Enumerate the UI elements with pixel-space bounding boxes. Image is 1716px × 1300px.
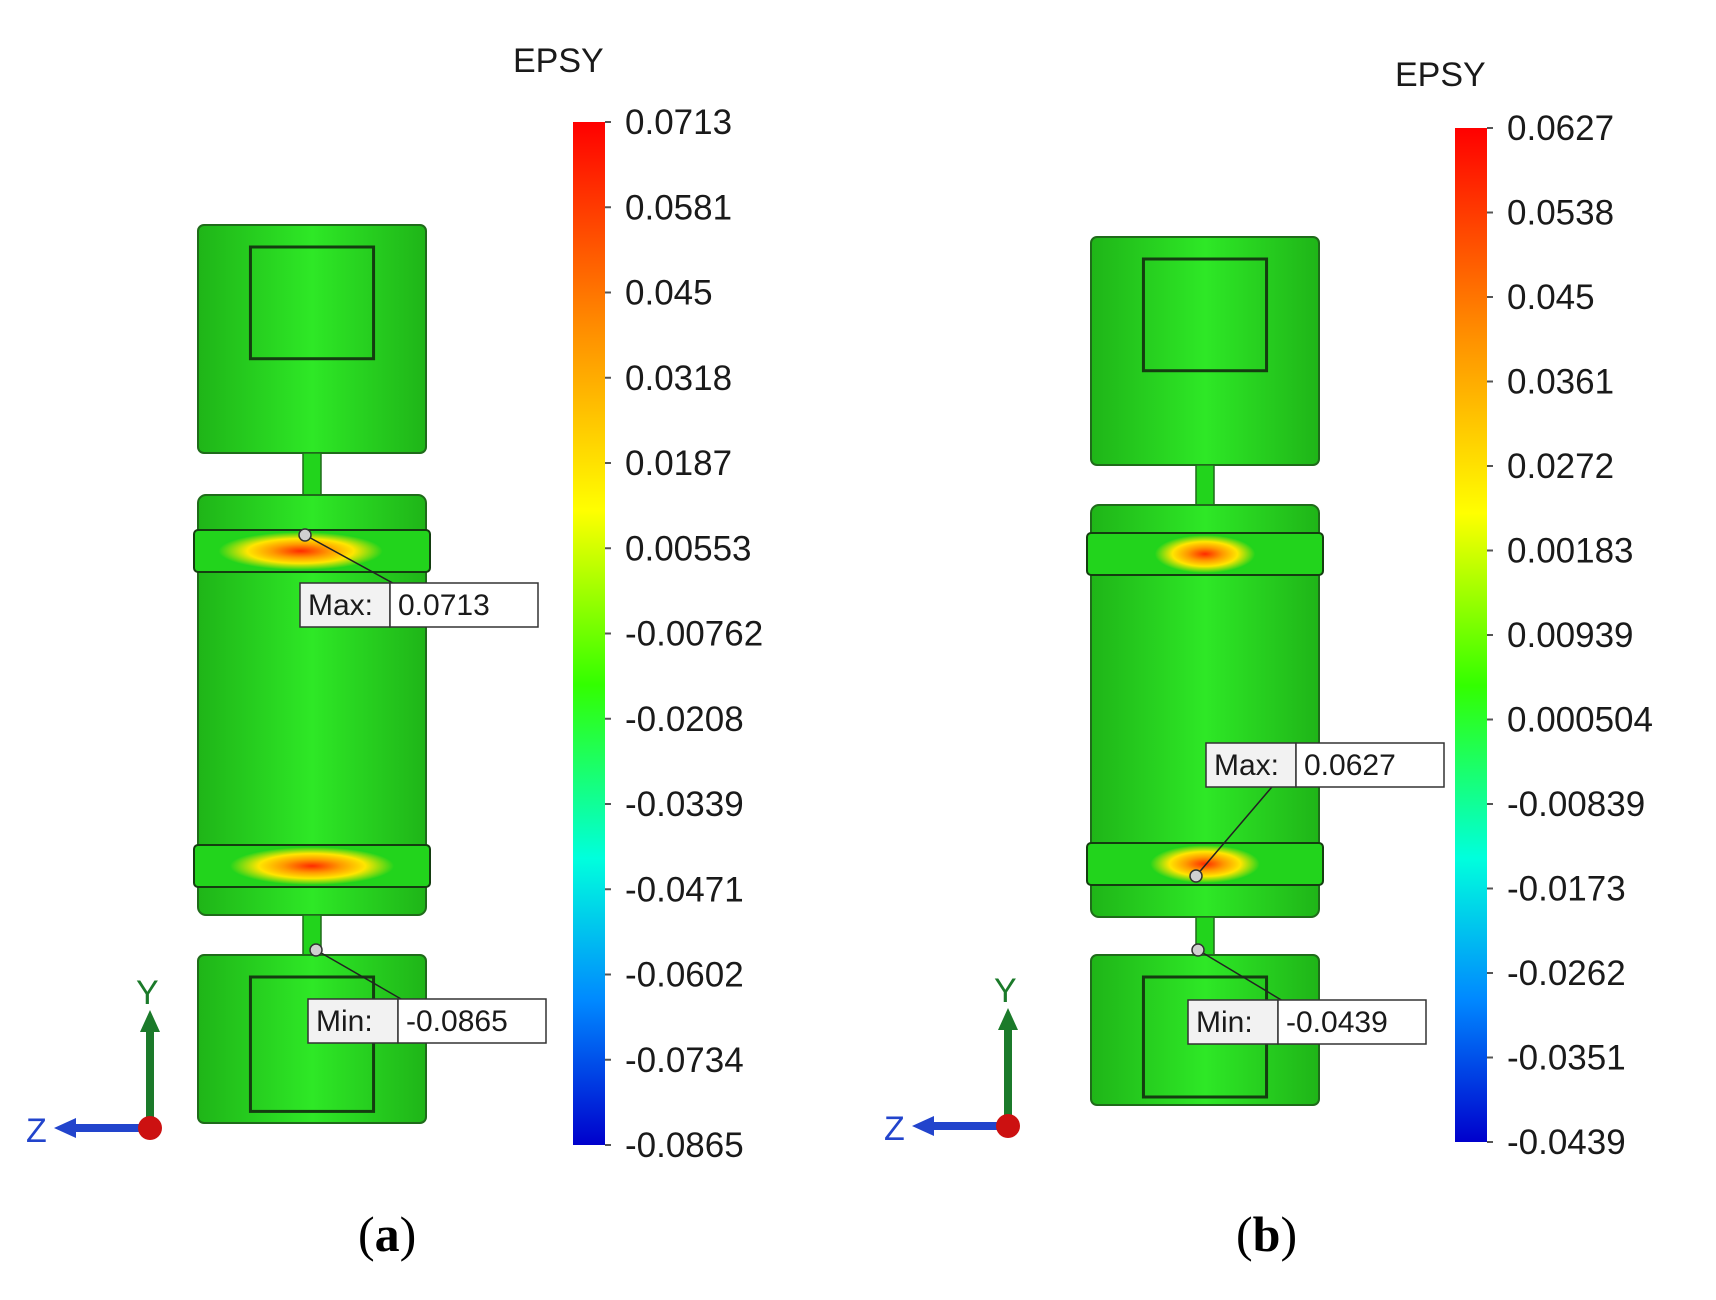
legend-tick-label: -0.0208 xyxy=(625,700,744,739)
max-probe-label-box xyxy=(299,582,391,628)
legend-tick-label: -0.0351 xyxy=(1507,1039,1626,1078)
min-probe: Min: -0.0439 xyxy=(1187,943,1427,1045)
legend-tick-label: -0.00762 xyxy=(625,615,763,654)
color-legend: EPSY 0.0713 0.0581 0.045 0.0318 0.0187 0.00553… xyxy=(513,42,763,1165)
lower-hotspot xyxy=(1150,845,1260,883)
origin-dot xyxy=(996,1114,1020,1138)
legend-tick-label: 0.045 xyxy=(625,274,713,313)
legend-tick-label: 0.00183 xyxy=(1507,532,1634,571)
min-probe: Min: -0.0865 xyxy=(307,943,547,1044)
min-probe-marker xyxy=(309,943,323,957)
max-probe-value: 0.0713 xyxy=(398,589,490,622)
legend-tick-label: -0.00839 xyxy=(1507,785,1645,824)
top-neck xyxy=(302,452,322,496)
legend-tick-label: -0.0471 xyxy=(625,870,744,909)
min-probe-leader xyxy=(315,949,409,1004)
min-probe-value-box xyxy=(397,998,547,1044)
axis-triad: YZ xyxy=(884,972,1020,1148)
legend-colorbar xyxy=(573,122,605,1145)
max-probe-marker xyxy=(298,528,312,542)
legend-tick-label: 0.0361 xyxy=(1507,363,1614,402)
max-probe-label-box xyxy=(1205,742,1297,788)
top-window xyxy=(248,245,376,361)
legend-tick-label: 0.00939 xyxy=(1507,616,1634,655)
max-probe: Max: 0.0627 xyxy=(1189,742,1445,883)
caption-a: (a) xyxy=(358,1206,417,1262)
top-neck xyxy=(1195,464,1215,506)
top-block xyxy=(197,224,427,454)
legend-tick-label: -0.0734 xyxy=(625,1041,744,1080)
color-legend: EPSY 0.0627 0.0538 0.045 0.0361 0.0272 0.00183… xyxy=(1395,56,1653,1162)
min-probe-label: Min: xyxy=(1196,1006,1253,1039)
min-probe-label-box xyxy=(1187,999,1279,1045)
bottom-window xyxy=(248,975,376,1113)
min-probe-marker xyxy=(1191,943,1205,957)
specimen xyxy=(193,224,431,1124)
legend-tick-label: 0.0187 xyxy=(625,444,732,483)
top-block xyxy=(1090,236,1320,466)
legend-tick-label: -0.0339 xyxy=(625,785,744,824)
min-probe-value-box xyxy=(1277,999,1427,1045)
max-probe-value: 0.0627 xyxy=(1304,749,1396,782)
z-axis-arrowhead xyxy=(912,1116,934,1136)
min-probe-label-box xyxy=(307,998,399,1044)
max-probe-marker xyxy=(1189,869,1203,883)
legend-tick-label: 0.0272 xyxy=(1507,447,1614,486)
max-probe-value-box xyxy=(389,582,539,628)
top-window xyxy=(1141,257,1269,373)
legend-tick-label: 0.0581 xyxy=(625,188,732,227)
legend-tick-label: -0.0173 xyxy=(1507,870,1626,909)
legend-tick-label: -0.0865 xyxy=(625,1126,744,1165)
z-axis-label: Z xyxy=(26,1112,47,1150)
y-axis-arrowhead xyxy=(140,1010,160,1032)
max-probe-label: Max: xyxy=(308,589,373,622)
z-axis-label: Z xyxy=(884,1110,905,1148)
min-probe-value: -0.0439 xyxy=(1286,1006,1388,1039)
y-axis-label: Y xyxy=(136,974,159,1012)
axis-triad: YZ xyxy=(26,974,162,1150)
caption-b: (b) xyxy=(1236,1206,1298,1262)
z-axis-arrowhead xyxy=(54,1118,76,1138)
legend-colorbar xyxy=(1455,128,1487,1142)
legend-tick-label: 0.045 xyxy=(1507,278,1595,317)
y-axis-label: Y xyxy=(994,972,1017,1010)
legend-tick-label: -0.0602 xyxy=(625,956,744,995)
y-axis-arrowhead xyxy=(998,1008,1018,1030)
min-probe-label: Min: xyxy=(316,1005,373,1038)
legend-tick-label: 0.0627 xyxy=(1507,109,1614,148)
legend-tick-label: -0.0262 xyxy=(1507,954,1626,993)
legend-tick-label: -0.0439 xyxy=(1507,1123,1626,1162)
upper-hotspot xyxy=(1154,535,1256,573)
legend-tick-label: 0.00553 xyxy=(625,529,752,568)
legend-title: EPSY xyxy=(513,42,604,80)
legend-tick-label: 0.000504 xyxy=(1507,701,1653,740)
max-probe-value-box xyxy=(1295,742,1445,788)
legend-tick-label: 0.0318 xyxy=(625,359,732,398)
legend-tick-label: 0.0713 xyxy=(625,103,732,142)
max-probe-leader xyxy=(304,534,401,588)
lower-hotspot xyxy=(229,847,395,885)
upper-hotspot xyxy=(218,532,383,570)
min-probe-leader xyxy=(1197,949,1289,1005)
legend-title: EPSY xyxy=(1395,56,1486,94)
max-probe-label: Max: xyxy=(1214,749,1279,782)
min-probe-value: -0.0865 xyxy=(406,1005,508,1038)
legend-tick-label: 0.0538 xyxy=(1507,194,1614,233)
origin-dot xyxy=(138,1116,162,1140)
specimen xyxy=(1086,236,1324,1106)
max-probe: Max: 0.0713 xyxy=(298,528,539,628)
